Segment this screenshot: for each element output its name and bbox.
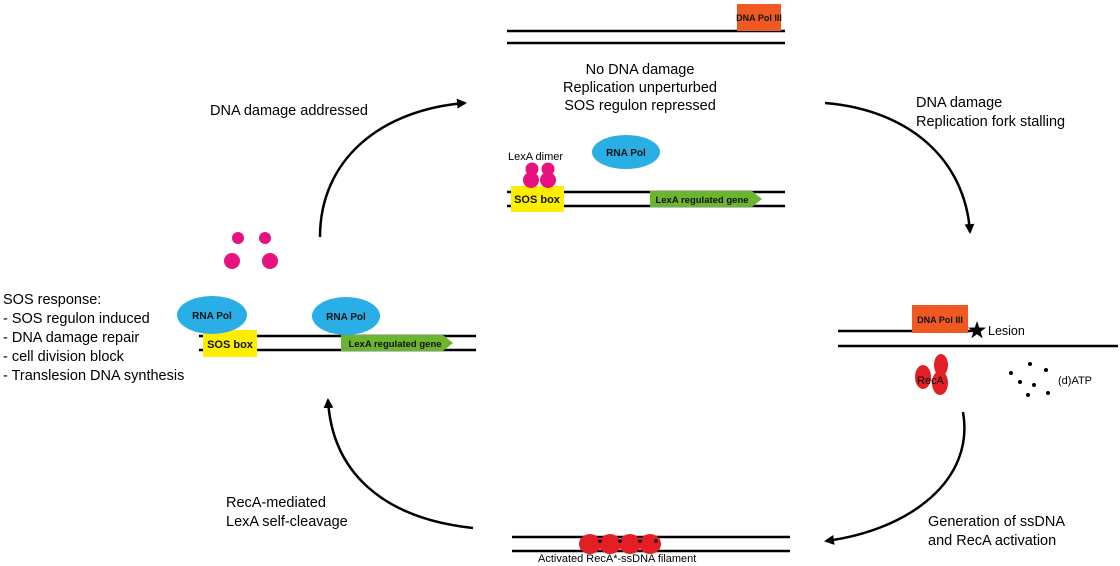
- rna-pol-label: RNA Pol: [606, 148, 646, 159]
- cleavage-text: RecA-mediated LexA self-cleavage: [226, 495, 348, 530]
- cycle-arrow-bottom-left: [323, 398, 474, 530]
- replication-unperturbed-line: Replication unperturbed: [563, 80, 717, 96]
- cycle-arrow-top-right: [824, 101, 975, 234]
- generation-text: Generation of ssDNA and RecA activation: [928, 514, 1065, 549]
- sos-box-label: SOS box: [514, 194, 561, 206]
- generation-line-2: and RecA activation: [928, 533, 1056, 549]
- damage-text: DNA damage Replication fork stalling: [916, 95, 1065, 130]
- sos-box-induced: [203, 330, 257, 357]
- rna-pol-ellipse-left: [177, 296, 247, 334]
- sos-response-item-1: - SOS regulon induced: [3, 311, 150, 327]
- datp-dots: [1009, 362, 1050, 397]
- lexa-regulated-gene-arrow: [650, 191, 762, 207]
- rna-pol-ellipse-transcribing: [312, 297, 380, 335]
- lesion-star-icon: [968, 321, 986, 339]
- top-replication-fork: DNA Pol III: [507, 4, 785, 45]
- lexa-regulated-gene-label: LexA regulated gene: [655, 195, 748, 206]
- dna-pol-iii-label: DNA Pol III: [736, 13, 782, 23]
- activated-reca-filament: [579, 534, 661, 554]
- sos-response-item-4: - Translesion DNA synthesis: [3, 368, 184, 384]
- sos-box-induced-label: SOS box: [207, 339, 254, 351]
- sos-response-item-3: - cell division block: [3, 349, 125, 365]
- lexa-regulated-gene-induced-label: LexA regulated gene: [348, 339, 441, 350]
- dna-pol-iii-stalled-label: DNA Pol III: [917, 315, 963, 325]
- dna-pol-iii-box: [737, 4, 781, 31]
- damage-addressed-label: DNA damage addressed: [210, 103, 368, 119]
- dna-pol-iii-stalled-box: [912, 305, 968, 333]
- induced-operon: SOS box RNA Pol RNA Pol LexA regulated g…: [177, 296, 476, 357]
- sos-response-title: SOS response:: [3, 292, 101, 308]
- generation-line-1: Generation of ssDNA: [928, 514, 1065, 530]
- lexa-dimer-label: LexA dimer: [508, 151, 563, 163]
- fork-stalling-line: Replication fork stalling: [916, 114, 1065, 130]
- stalled-fork: DNA Pol III Lesion RecA (d)ATP: [838, 305, 1118, 397]
- lesion-label: Lesion: [988, 324, 1025, 338]
- datp-label: (d)ATP: [1058, 375, 1092, 387]
- cleavage-line-1: RecA-mediated: [226, 495, 326, 511]
- sos-response-list: SOS response: - SOS regulon induced - DN…: [3, 292, 184, 384]
- reca-label: RecA: [917, 375, 945, 387]
- reca-ssdna-filament: Activated RecA*-ssDNA filament: [512, 534, 790, 565]
- rna-pol-label-left: RNA Pol: [192, 311, 232, 322]
- cycle-arrow-right-bottom: [824, 411, 966, 545]
- no-damage-line: No DNA damage: [586, 62, 695, 78]
- filament-label: Activated RecA*-ssDNA filament: [538, 553, 696, 565]
- cycle-arrow-left-top: [318, 98, 467, 238]
- sos-box: [511, 186, 564, 212]
- reca-monomers: [915, 354, 948, 395]
- cleaved-lexa-fragments: [224, 232, 278, 269]
- sos-repressed-line: SOS regulon repressed: [564, 98, 716, 114]
- top-state-text: No DNA damage Replication unperturbed SO…: [563, 62, 717, 114]
- top-repressed-operon: LexA dimer RNA Pol SOS box LexA regulate…: [507, 135, 785, 212]
- lexa-dimer: [523, 162, 556, 188]
- rna-pol-ellipse: [592, 135, 660, 169]
- cleavage-line-2: LexA self-cleavage: [226, 514, 348, 530]
- dna-damage-line: DNA damage: [916, 95, 1002, 111]
- sos-response-item-2: - DNA damage repair: [3, 330, 139, 346]
- lexa-regulated-gene-arrow-induced: [341, 335, 453, 351]
- rna-pol-label-transcribing: RNA Pol: [326, 312, 366, 323]
